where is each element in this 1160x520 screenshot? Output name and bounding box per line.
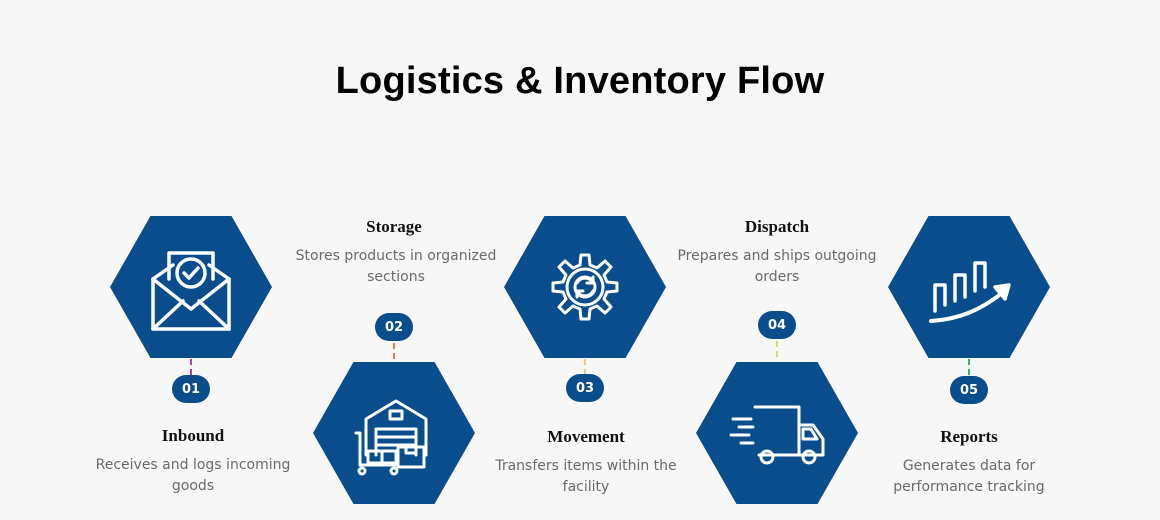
step-2-number-badge: 02 [375,313,413,341]
step-4-number-badge: 04 [758,311,796,339]
growth-chart-icon [929,261,1011,323]
step-5-connector [968,359,970,375]
step-2-hexagon [313,362,475,504]
step-2-connector [393,343,395,359]
step-4-connector [776,341,778,357]
step-2-description: Stores products in organized sections [295,248,497,285]
step-1-hexagon [110,216,272,358]
step-3-title: Movement [547,427,625,446]
step-2-title: Storage [366,217,422,236]
step-3-number-badge: 03 [566,374,604,402]
step-4-hexagon [696,362,858,504]
step-1-description: Receives and logs incoming goods [95,457,291,494]
gear-cycle-icon [551,253,619,321]
step-3-description: Transfers items within the facility [495,458,677,495]
step-5-description: Generates data for performance tracking [893,458,1045,495]
delivery-truck-icon [729,405,825,465]
step-1-title: Inbound [161,426,225,445]
step-3-hexagon [504,216,666,358]
page-title: Logistics & Inventory Flow [335,60,825,102]
step-4-description: Prepares and ships outgoing orders [677,248,877,285]
mail-check-icon [151,251,231,331]
step-3-connector [584,359,586,375]
step-5-number-badge: 05 [950,376,988,404]
step-4-title: Dispatch [744,217,810,236]
step-1-number-badge: 01 [172,375,210,403]
warehouse-icon [354,399,428,476]
step-5-title: Reports [940,427,998,446]
step-1-connector [190,359,192,375]
step-5-hexagon [888,216,1050,358]
